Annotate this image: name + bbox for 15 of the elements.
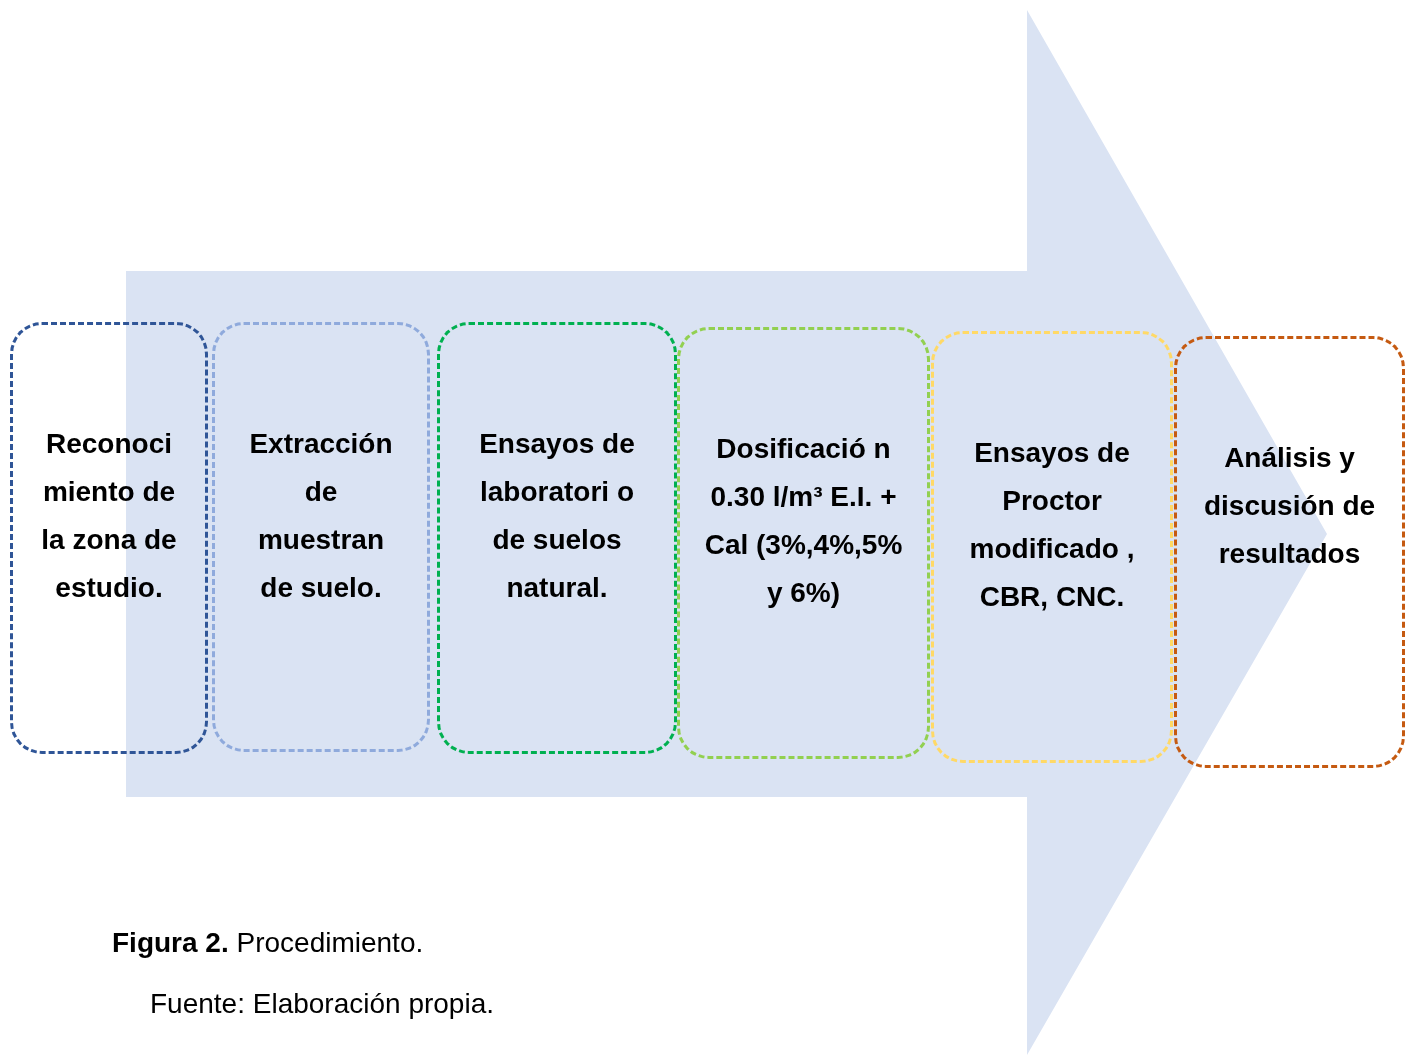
step-text: Reconoci miento de la zona de estudio. xyxy=(40,427,178,605)
step-text: Análisis y discusión de resultados xyxy=(1202,441,1377,571)
step-text: Dosificació n 0.30 l/m³ E.I. + Cal (3%,4%,5% y 6%) xyxy=(704,432,903,610)
step-text: Extracción de muestran de suelo. xyxy=(248,427,394,605)
dashed-step-box xyxy=(437,322,677,754)
dashed-step-box xyxy=(212,322,430,752)
dashed-step-box xyxy=(931,331,1173,763)
step-text: Ensayos de Proctor modificado , CBR, CNC. xyxy=(968,436,1136,614)
source-note: Fuente: Elaboración propia. xyxy=(150,987,494,1021)
step-text: Ensayos de laboratori o de suelos natural. xyxy=(478,427,636,605)
dashed-step-box xyxy=(1174,336,1405,768)
dashed-step-box xyxy=(677,327,930,759)
block-arrow xyxy=(126,10,1327,1055)
figure-caption: Figura 2. Procedimiento. xyxy=(112,926,424,960)
dashed-step-box xyxy=(10,322,208,754)
